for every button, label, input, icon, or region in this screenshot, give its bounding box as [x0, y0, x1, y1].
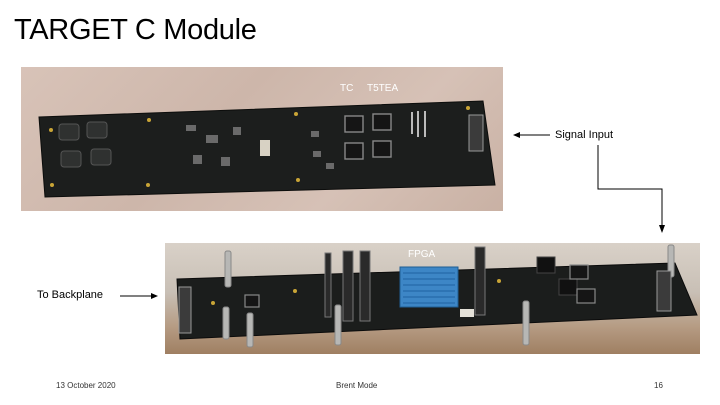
t5tea-label: T5TEA — [367, 83, 399, 94]
footer-author: Brent Mode — [336, 381, 378, 390]
elbow-arrow-icon — [597, 145, 665, 233]
footer-date: 13 October 2020 — [56, 381, 116, 390]
slide-title: TARGET C Module — [14, 14, 257, 46]
board-illustration-top — [38, 100, 496, 198]
tc-label: TC — [340, 83, 354, 94]
fpga-label: FPGA — [408, 249, 436, 260]
to-backplane-label: To Backplane — [37, 289, 104, 301]
board-illustration-bottom — [176, 244, 698, 348]
to-backplane-arrow-icon — [120, 293, 158, 299]
footer-page-number: 16 — [654, 381, 663, 390]
board-photo-bottom: FPGA — [165, 243, 700, 354]
signal-input-arrow-icon — [513, 132, 550, 138]
board-photo-top: TC T5TEA — [21, 67, 503, 211]
signal-input-label: Signal Input — [555, 129, 614, 141]
